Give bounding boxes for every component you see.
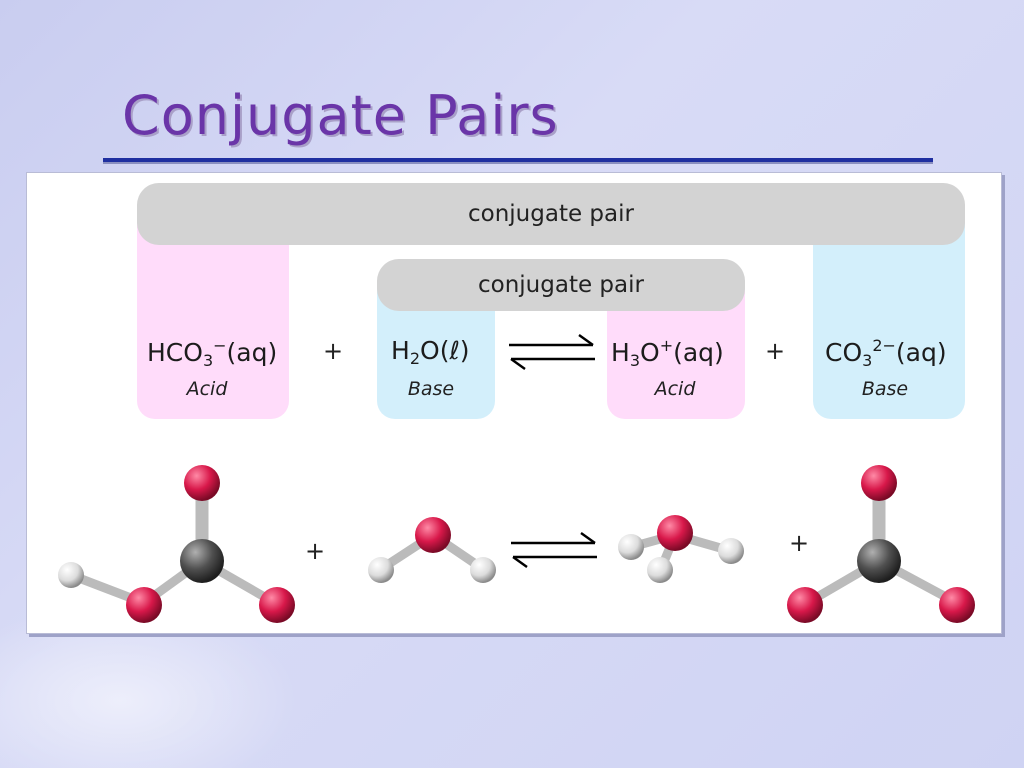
oxygen-atom: [259, 587, 295, 623]
hydrogen-atom: [718, 538, 744, 564]
formula-water: H2O(ℓ): [391, 336, 470, 368]
acid-column-hco3: [137, 213, 289, 419]
carbon-atom: [857, 539, 901, 583]
hydrogen-atom: [618, 534, 644, 560]
formula-carbonate: CO32−(aq): [825, 336, 947, 370]
inner-conjugate-pair-label: conjugate pair: [478, 272, 644, 298]
water-model: [368, 517, 496, 583]
formula-hydronium: H3O+(aq): [611, 336, 724, 370]
plus-sign-2: +: [765, 337, 786, 365]
conjugate-pairs-figure: conjugate pair conjugate pair HCO3−(aq) …: [26, 172, 1002, 634]
oxygen-atom: [787, 587, 823, 623]
oxygen-atom: [939, 587, 975, 623]
inner-conjugate-pair-bar: conjugate pair: [377, 259, 745, 311]
role-label-acid-2: Acid: [654, 378, 696, 400]
oxygen-atom: [415, 517, 451, 553]
plus-sign-molecules-1: +: [305, 537, 326, 565]
bicarbonate-model: [58, 465, 295, 623]
plus-sign-molecules-2: +: [789, 529, 810, 557]
role-label-base-1: Base: [407, 378, 455, 400]
equilibrium-arrows-bottom: [511, 532, 597, 568]
formula-bicarbonate: HCO3−(aq): [147, 336, 278, 370]
base-column-co3: [813, 213, 965, 419]
carbon-atom: [180, 539, 224, 583]
outer-conjugate-pair-label: conjugate pair: [468, 201, 634, 227]
hydrogen-atom: [647, 557, 673, 583]
oxygen-atom: [657, 515, 693, 551]
plus-sign-1: +: [323, 337, 344, 365]
oxygen-atom: [861, 465, 897, 501]
hydrogen-atom: [368, 557, 394, 583]
role-label-base-2: Base: [861, 378, 909, 400]
carbonate-model: [787, 465, 975, 623]
equilibrium-arrows-top: [509, 334, 595, 370]
oxygen-atom: [184, 465, 220, 501]
oxygen-atom: [126, 587, 162, 623]
role-label-acid-1: Acid: [186, 378, 228, 400]
slide-title: Conjugate Pairs: [122, 84, 559, 147]
title-underline: [103, 158, 933, 162]
hydronium-model: [618, 515, 744, 583]
hydrogen-atom: [470, 557, 496, 583]
hydrogen-atom: [58, 562, 84, 588]
outer-conjugate-pair-bar: conjugate pair: [137, 183, 965, 245]
